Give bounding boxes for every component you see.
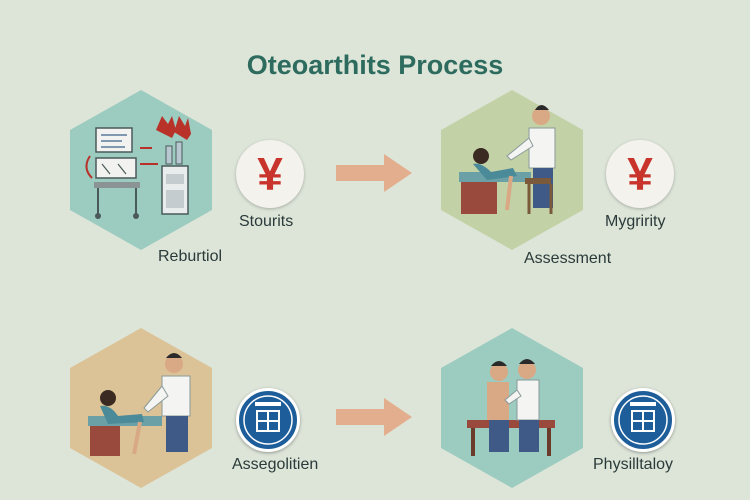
physiotherapy-illustration: [467, 359, 555, 456]
yen-icon: ¥: [236, 140, 304, 208]
yen-icon: ¥: [606, 140, 674, 208]
page-title: Oteoarthits Process: [246, 50, 504, 80]
step-1-label: Reburtiol: [158, 248, 223, 265]
arrow-right-icon: [336, 398, 412, 436]
step-4-hexagon: [441, 328, 583, 488]
treatment-illustration: [88, 353, 191, 456]
step-4-badge-label: Physilltaloy: [593, 456, 674, 473]
seal-icon: [236, 388, 300, 452]
step-3-hexagon: [70, 328, 212, 488]
step-1-hexagon: [70, 90, 212, 250]
clinic-equipment-illustration: [85, 116, 191, 219]
step-3-badge-label: Assegolitien: [232, 456, 319, 473]
seal-icon: [611, 388, 675, 452]
step-1-badge-label: Stourits: [239, 213, 294, 230]
assessment-illustration: [459, 105, 556, 214]
step-2-hexagon: [441, 90, 583, 250]
arrow-right-icon: [336, 154, 412, 192]
step-2-label: Assessment: [524, 250, 612, 267]
step-2-badge-label: Mygririty: [605, 213, 666, 230]
